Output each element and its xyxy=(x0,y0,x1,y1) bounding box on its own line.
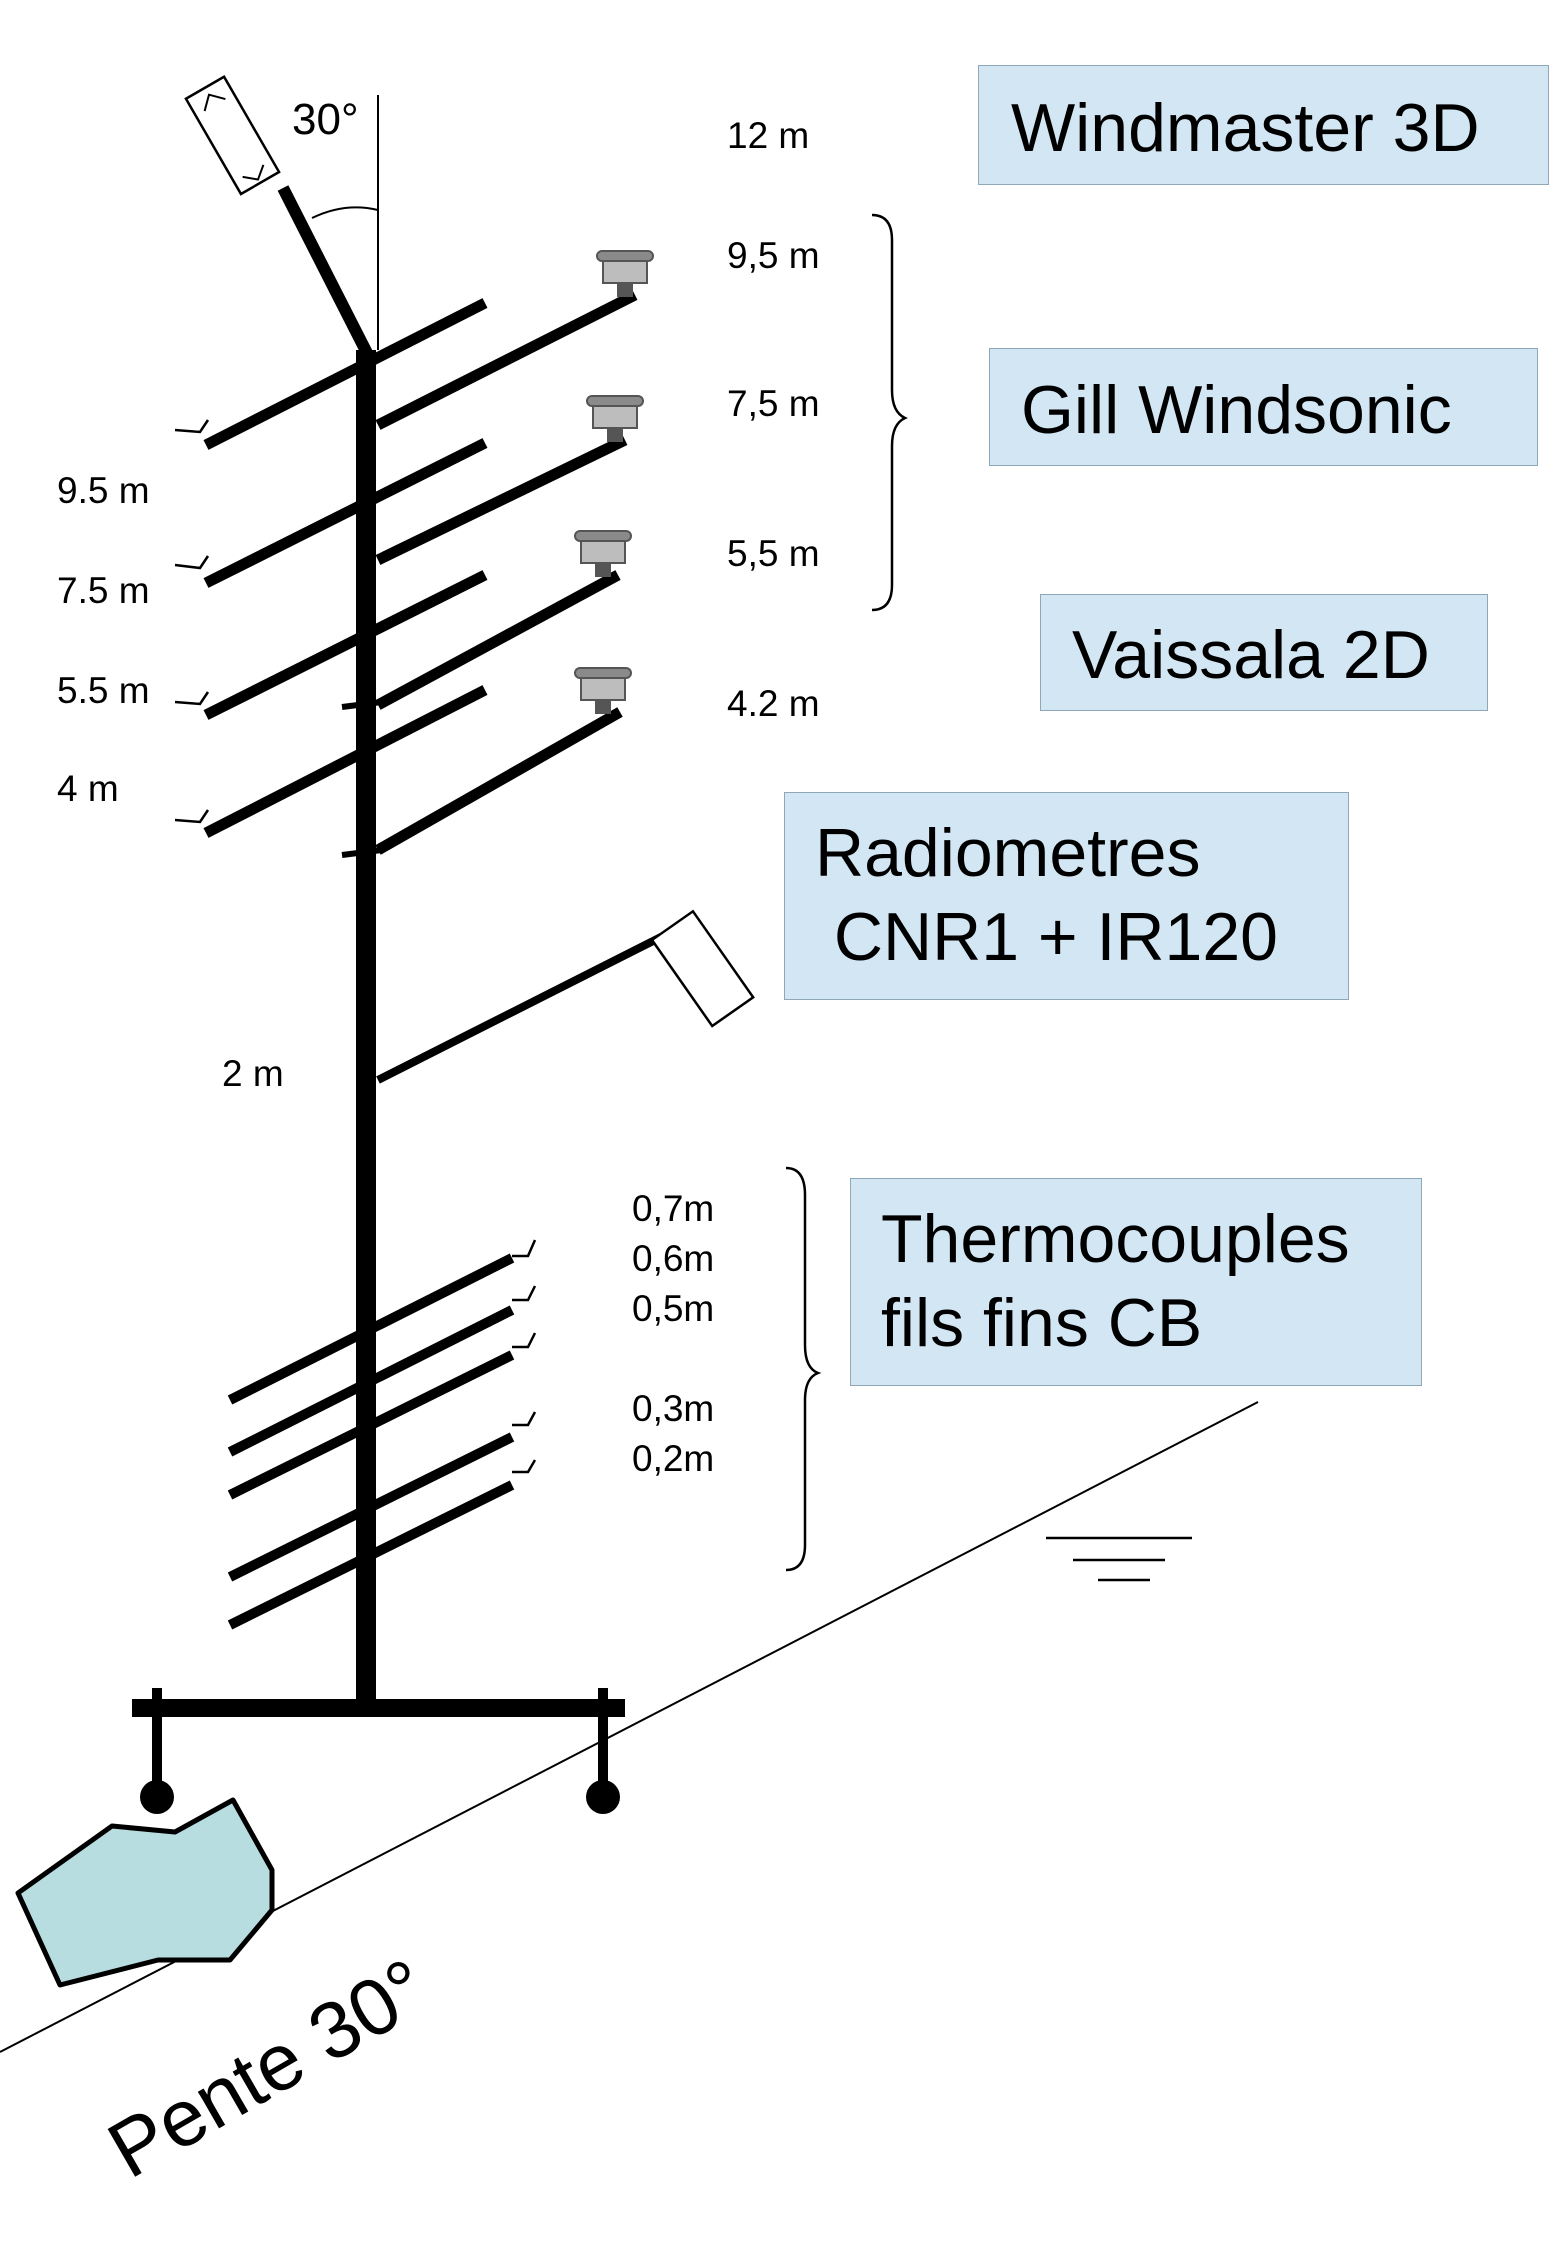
small-ticks xyxy=(341,699,383,858)
left-height-label: 4 m xyxy=(57,768,119,809)
box-text: Vaissala 2D xyxy=(1072,617,1430,693)
right-height-label: 7,5 m xyxy=(727,383,820,424)
left-height-label: 7.5 m xyxy=(57,570,150,611)
box-text: fils fins CB xyxy=(881,1285,1203,1361)
box-text: Thermocouples xyxy=(881,1201,1350,1277)
anemometer-icon xyxy=(596,250,654,297)
left-thermo-icons xyxy=(174,419,210,824)
anemometer-icon xyxy=(574,530,632,577)
thermo-brace xyxy=(785,1166,822,1572)
windmaster-arm xyxy=(277,185,374,358)
windmaster-sensor-icon xyxy=(184,75,281,196)
thermocouple-icon xyxy=(512,1239,537,1474)
box-text: Windmaster 3D xyxy=(1011,90,1480,166)
left-height-label: 9.5 m xyxy=(57,470,150,511)
gill-windsonic-box: Gill Windsonic xyxy=(989,348,1538,466)
left-arms xyxy=(203,298,488,838)
ground-symbol-icon xyxy=(1046,1536,1192,1582)
right-arms xyxy=(375,290,638,855)
top-angle-label: 30° xyxy=(292,95,359,144)
thermo-height-label: 0,5m xyxy=(632,1288,715,1329)
base-foot-right xyxy=(586,1780,620,1814)
windsonic-brace xyxy=(871,213,908,612)
right-height-label: 4.2 m xyxy=(727,683,820,724)
radiometer-arm xyxy=(376,931,667,1084)
thermocouples-box: Thermocouples fils fins CB xyxy=(850,1178,1422,1386)
box-text: Radiometres xyxy=(815,815,1201,891)
radiometres-box: Radiometres CNR1 + IR120 xyxy=(784,792,1349,1000)
right-height-label: 12 m xyxy=(727,115,810,156)
thermo-height-label: 0,3m xyxy=(632,1388,715,1429)
windmaster-box: Windmaster 3D xyxy=(978,65,1549,185)
thermo-height-label: 0,6m xyxy=(632,1238,715,1279)
rock-icon xyxy=(15,1797,275,1988)
thermo-arms xyxy=(227,1253,515,1630)
base-foot-left xyxy=(140,1780,174,1814)
box-text: Gill Windsonic xyxy=(1021,372,1452,448)
right-height-label: 9,5 m xyxy=(727,235,820,276)
left-height-label: 5.5 m xyxy=(57,670,150,711)
thermo-height-label: 0,7m xyxy=(632,1188,715,1229)
mid-height-label: 2 m xyxy=(222,1053,284,1094)
anemometer-icon xyxy=(586,395,644,442)
right-height-label: 5,5 m xyxy=(727,533,820,574)
box-text: CNR1 + IR120 xyxy=(815,899,1278,975)
vaissala-box: Vaissala 2D xyxy=(1040,594,1488,711)
mast-base xyxy=(132,1688,625,1800)
thermo-height-label: 0,2m xyxy=(632,1438,715,1479)
anemometer-icon xyxy=(574,667,632,714)
radiometer-icon xyxy=(650,909,755,1028)
angle-arc xyxy=(311,206,379,219)
